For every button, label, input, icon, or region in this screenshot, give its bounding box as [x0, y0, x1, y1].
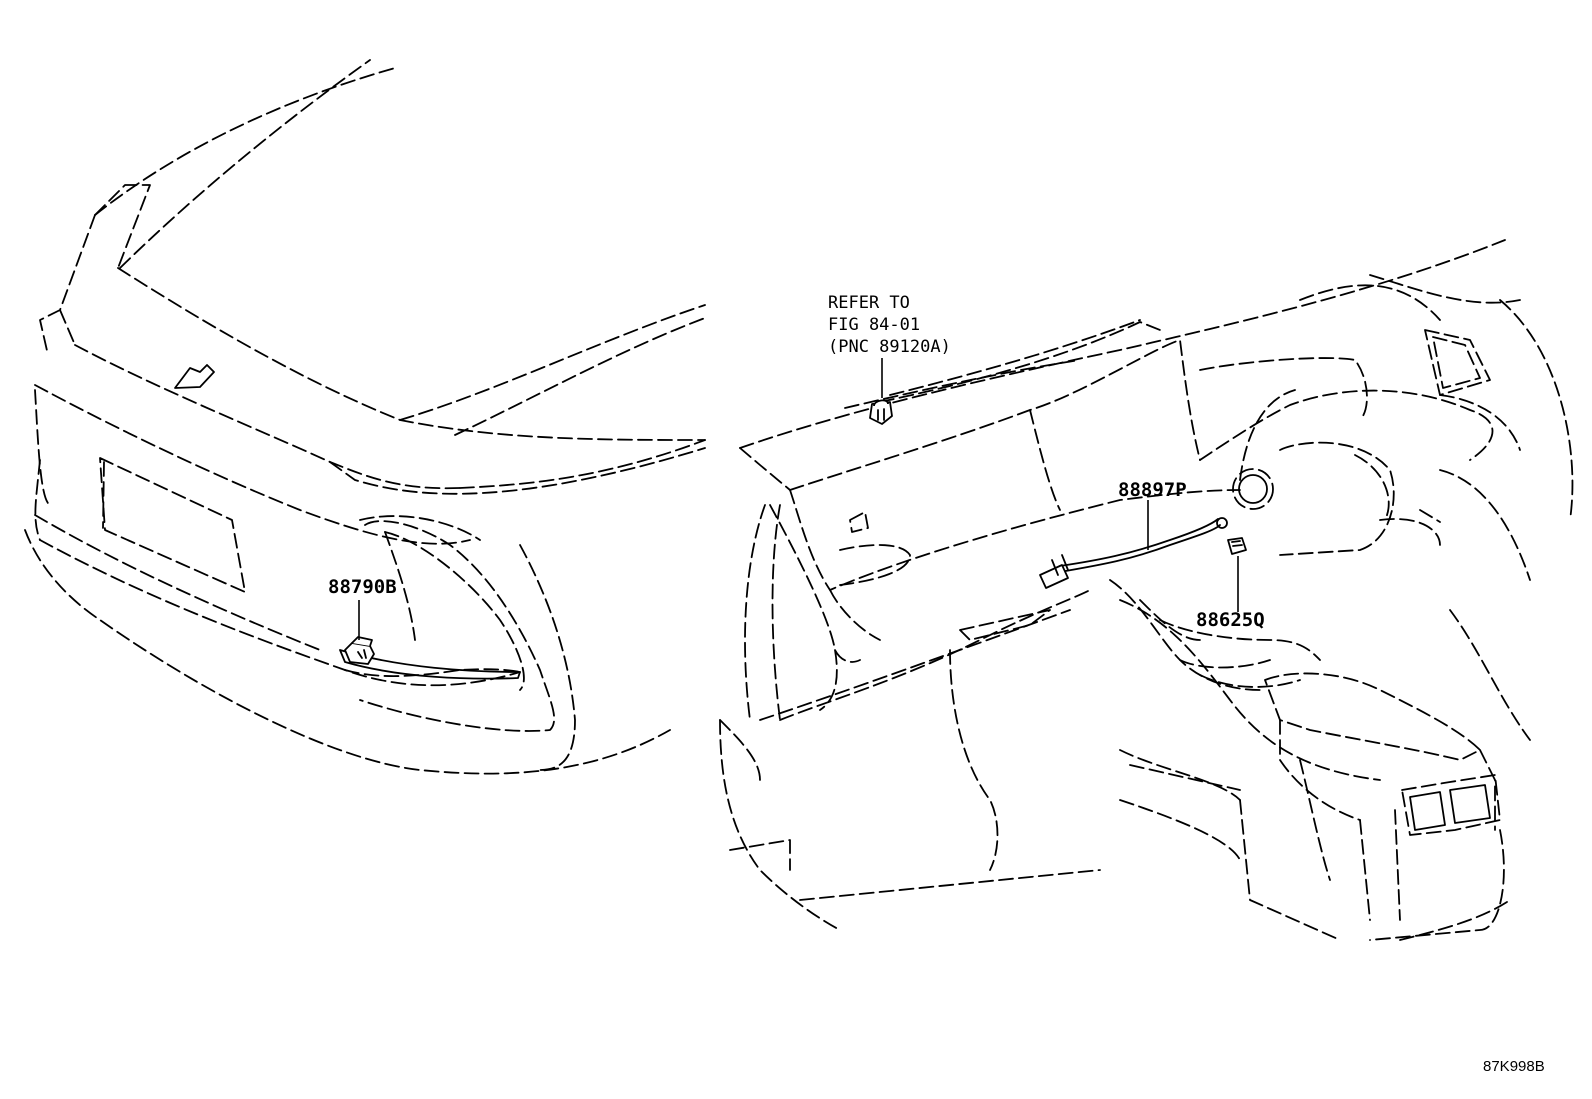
- refer-line-2: FIG 84-01: [828, 315, 920, 335]
- label-88625Q: 88625Q: [1196, 609, 1265, 631]
- harness-part-88897P: [1039, 517, 1228, 589]
- front-sensor-part-88790B: [344, 636, 375, 665]
- figure-reference-code: 87K998B: [1483, 1058, 1545, 1075]
- refer-line-3: (PNC 89120A): [828, 337, 951, 357]
- interior-sensor-part-88625Q: [1227, 537, 1247, 555]
- instrument-panel-illustration: [719, 239, 1574, 941]
- refer-part-89120A: [869, 399, 893, 425]
- front-bumper-illustration: [24, 59, 706, 775]
- label-88897P: 88897P: [1118, 479, 1187, 501]
- refer-line-1: REFER TO: [828, 293, 910, 313]
- label-88790B: 88790B: [328, 576, 397, 598]
